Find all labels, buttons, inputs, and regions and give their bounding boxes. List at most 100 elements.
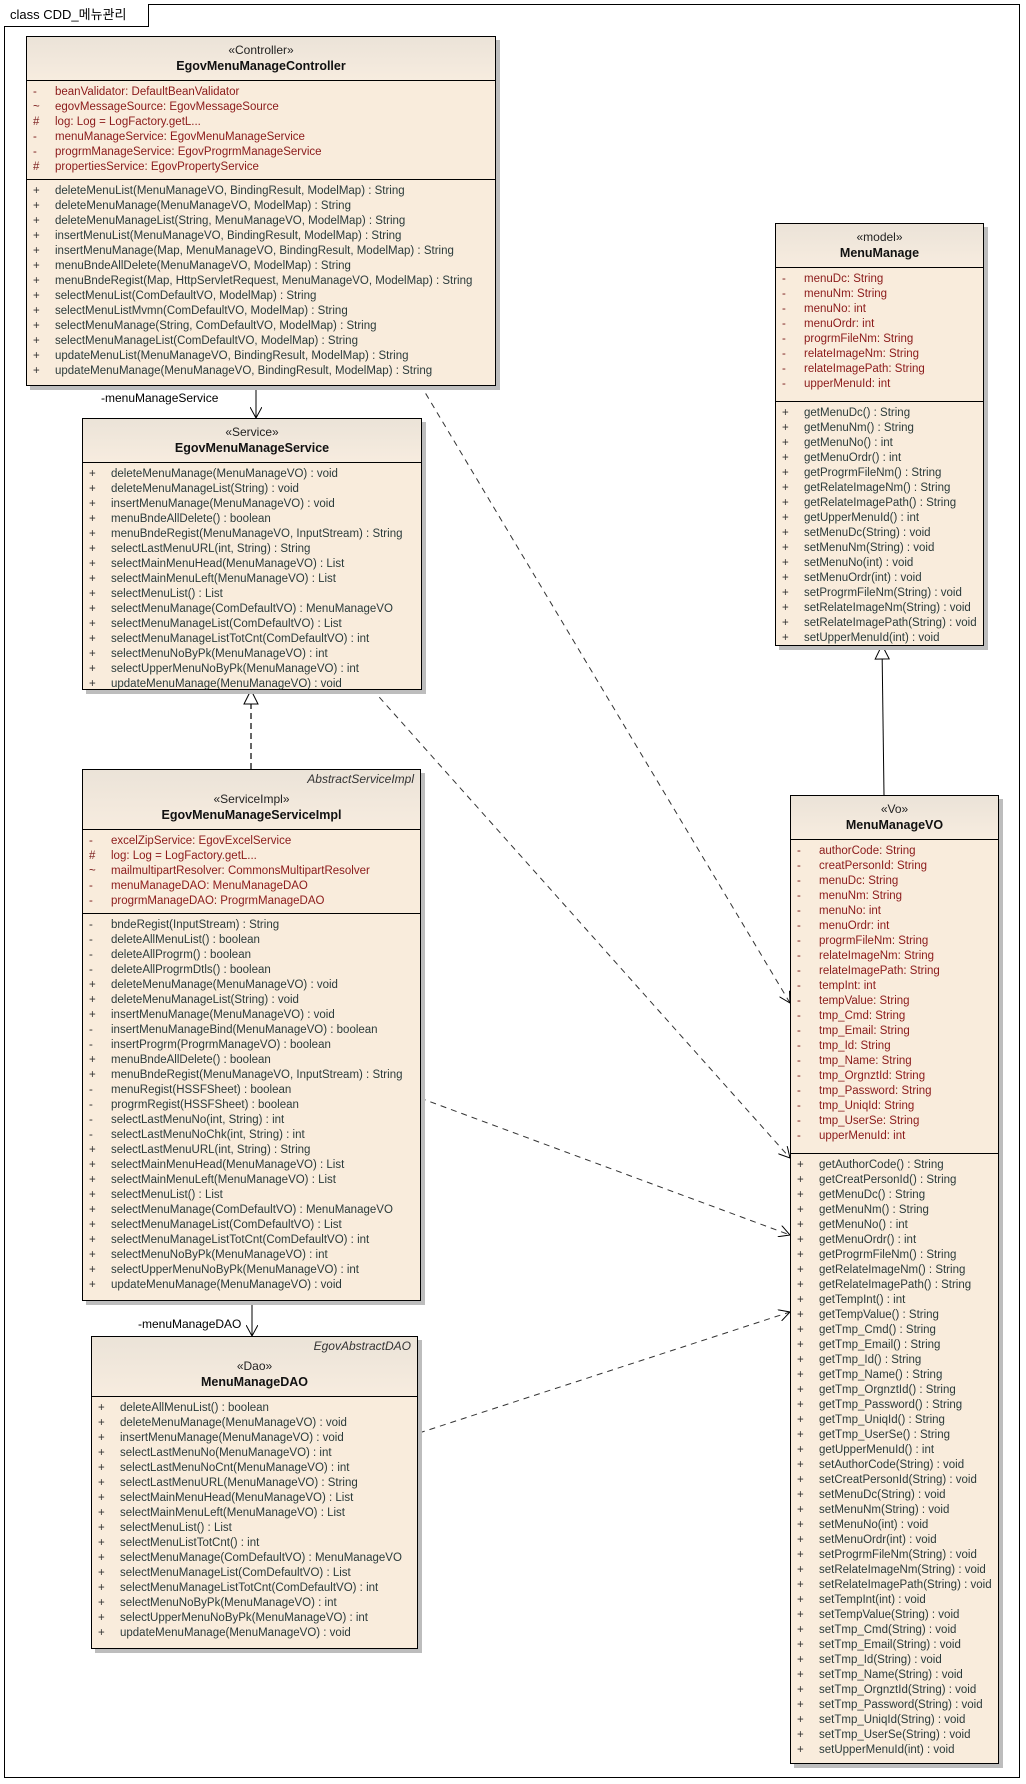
visibility-marker: - xyxy=(797,935,801,947)
attribute-row: -menuNo: int xyxy=(797,904,994,919)
class-header: EgovAbstractDAO «Dao» MenuManageDAO xyxy=(92,1337,417,1397)
visibility-marker: + xyxy=(797,1264,804,1276)
operation-row: +getMenuDc() : String xyxy=(782,406,979,421)
operation-signature: updateMenuList(MenuManageVO, BindingResu… xyxy=(55,350,409,362)
attribute-declaration: log: Log = LogFactory.getL... xyxy=(55,116,201,128)
visibility-marker: - xyxy=(797,980,801,992)
visibility-marker: - xyxy=(33,146,37,158)
class-name: EgovMenuManageServiceImpl xyxy=(161,808,342,822)
operation-signature: deleteMenuManage(MenuManageVO) : void xyxy=(120,1417,347,1429)
attribute-declaration: tempValue: String xyxy=(819,995,910,1007)
operation-signature: deleteMenuManageList(String, MenuManageV… xyxy=(55,215,406,227)
visibility-marker: - xyxy=(797,860,801,872)
operation-row: +getAuthorCode() : String xyxy=(797,1158,994,1173)
attribute-row: -menuNm: String xyxy=(782,287,979,302)
visibility-marker: + xyxy=(782,542,789,554)
operation-row: +getTmp_Name() : String xyxy=(797,1368,994,1383)
stereotype: «Controller» xyxy=(228,43,294,57)
attribute-row: -excelZipService: EgovExcelService xyxy=(89,834,416,849)
operation-row: +selectMenuNoByPk(MenuManageVO) : int xyxy=(98,1596,413,1611)
operation-row: +updateMenuList(MenuManageVO, BindingRes… xyxy=(33,349,491,364)
operation-row: +setMenuNm(String) : void xyxy=(797,1503,994,1518)
operation-signature: setProgrmFileNm(String) : void xyxy=(804,587,962,599)
visibility-marker: + xyxy=(782,422,789,434)
operation-row: +selectMenuManage(ComDefaultVO) : MenuMa… xyxy=(98,1551,413,1566)
operation-row: +setTmp_OrgnztId(String) : void xyxy=(797,1683,994,1698)
visibility-marker: + xyxy=(89,618,96,630)
visibility-marker: + xyxy=(89,648,96,660)
attribute-declaration: tempInt: int xyxy=(819,980,876,992)
operation-row: +menuBndeRegist(MenuManageVO, InputStrea… xyxy=(89,1068,416,1083)
operation-row: +selectMenuManageList(ComDefaultVO) : Li… xyxy=(89,1218,416,1233)
visibility-marker: - xyxy=(89,880,93,892)
operation-signature: getMenuNm() : String xyxy=(819,1204,929,1216)
attribute-declaration: mailmultipartResolver: CommonsMultipartR… xyxy=(111,865,370,877)
operation-signature: updateMenuManage(MenuManageVO) : void xyxy=(111,1279,342,1291)
visibility-marker: - xyxy=(797,1025,801,1037)
operation-row: +menuBndeRegist(MenuManageVO, InputStrea… xyxy=(89,527,417,542)
visibility-marker: - xyxy=(89,1099,93,1111)
visibility-marker: + xyxy=(782,452,789,464)
operation-row: +getRelateImageNm() : String xyxy=(782,481,979,496)
visibility-marker: - xyxy=(782,333,786,345)
visibility-marker: + xyxy=(797,1399,804,1411)
visibility-marker: - xyxy=(797,890,801,902)
operation-row: -deleteAllProgrmDtls() : boolean xyxy=(89,963,416,978)
operation-signature: selectMenuList() : List xyxy=(111,1189,223,1201)
operation-row: - progrmRegist(HSSFSheet) : boolean xyxy=(89,1098,416,1113)
operation-row: +updateMenuManage(MenuManageVO) : void xyxy=(89,1278,416,1293)
operation-row: +getUpperMenuId() : int xyxy=(782,511,979,526)
operation-signature: setTempValue(String) : void xyxy=(819,1609,960,1621)
attribute-row: -tmp_Cmd: String xyxy=(797,1009,994,1024)
class-menu-manage[interactable]: «model» MenuManage -menuDc: String-menuN… xyxy=(775,223,984,646)
operation-signature: selectUpperMenuNoByPk(MenuManageVO) : in… xyxy=(111,1264,360,1276)
operation-signature: deleteMenuManage(MenuManageVO) : void xyxy=(111,979,338,991)
attribute-row: -tmp_OrgnztId: String xyxy=(797,1069,994,1084)
class-menu-manage-vo[interactable]: «Vo» MenuManageVO -authorCode: String-cr… xyxy=(790,795,999,1764)
operation-signature: selectMenuNoByPk(MenuManageVO) : int xyxy=(111,1249,328,1261)
operation-signature: getMenuNo() : int xyxy=(804,437,893,449)
attribute-row: -menuDc: String xyxy=(797,874,994,889)
operation-signature: getTmp_UniqId() : String xyxy=(819,1414,945,1426)
operation-signature: progrmRegist(HSSFSheet) : boolean xyxy=(111,1099,299,1111)
visibility-marker: + xyxy=(797,1174,804,1186)
class-egov-menu-manage-controller[interactable]: «Controller» EgovMenuManageController -b… xyxy=(26,36,496,386)
attribute-declaration: progrmFileNm: String xyxy=(819,935,929,947)
operation-signature: setTmp_Id(String) : void xyxy=(819,1654,942,1666)
operation-signature: selectMenuList() : List xyxy=(120,1522,232,1534)
visibility-marker: - xyxy=(89,835,93,847)
attribute-row: -upperMenuId: int xyxy=(797,1129,994,1144)
operation-signature: getTmp_Password() : String xyxy=(819,1399,963,1411)
parent-class-label: AbstractServiceImpl xyxy=(307,772,414,786)
attribute-row: -relateImagePath: String xyxy=(782,362,979,377)
diagram-title: class CDD_메뉴관리 xyxy=(4,4,150,27)
visibility-marker: + xyxy=(98,1402,105,1414)
class-menu-manage-dao[interactable]: EgovAbstractDAO «Dao» MenuManageDAO + del… xyxy=(91,1336,418,1649)
attribute-row: -authorCode: String xyxy=(797,844,994,859)
operation-row: +selectMenuList() : List xyxy=(89,587,417,602)
operation-row: +selectMenuManageList(ComDefaultVO) : Li… xyxy=(89,617,417,632)
operation-signature: setMenuOrdr(int) : void xyxy=(804,572,922,584)
visibility-marker: + xyxy=(89,1009,96,1021)
operation-signature: selectMainMenuLeft(MenuManageVO) : List xyxy=(111,573,336,585)
visibility-marker: + xyxy=(797,1234,804,1246)
class-egov-menu-manage-service[interactable]: «Service» EgovMenuManageService +deleteM… xyxy=(82,418,422,690)
operation-row: -selectLastMenuNo(int, String) : int xyxy=(89,1113,416,1128)
visibility-marker: + xyxy=(797,1609,804,1621)
visibility-marker: + xyxy=(797,1309,804,1321)
class-egov-menu-manage-service-impl[interactable]: AbstractServiceImpl «ServiceImpl» EgovMe… xyxy=(82,769,421,1301)
visibility-marker: - xyxy=(782,288,786,300)
operation-row: +selectLastMenuURL(MenuManageVO) : Strin… xyxy=(98,1476,413,1491)
operation-signature: getMenuNm() : String xyxy=(804,422,914,434)
role-label-menu-manage-service: -menuManageService xyxy=(101,391,219,405)
visibility-marker: + xyxy=(98,1432,105,1444)
attribute-declaration: tmp_Email: String xyxy=(819,1025,910,1037)
operation-row: -bndeRegist(InputStream) : String xyxy=(89,918,416,933)
operation-signature: setMenuNm(String) : void xyxy=(819,1504,950,1516)
operation-row: +setTmp_Email(String) : void xyxy=(797,1638,994,1653)
attribute-declaration: relateImagePath: String xyxy=(819,965,940,977)
operation-signature: setTempInt(int) : void xyxy=(819,1594,926,1606)
visibility-marker: + xyxy=(89,558,96,570)
visibility-marker: + xyxy=(797,1474,804,1486)
visibility-marker: + xyxy=(797,1444,804,1456)
